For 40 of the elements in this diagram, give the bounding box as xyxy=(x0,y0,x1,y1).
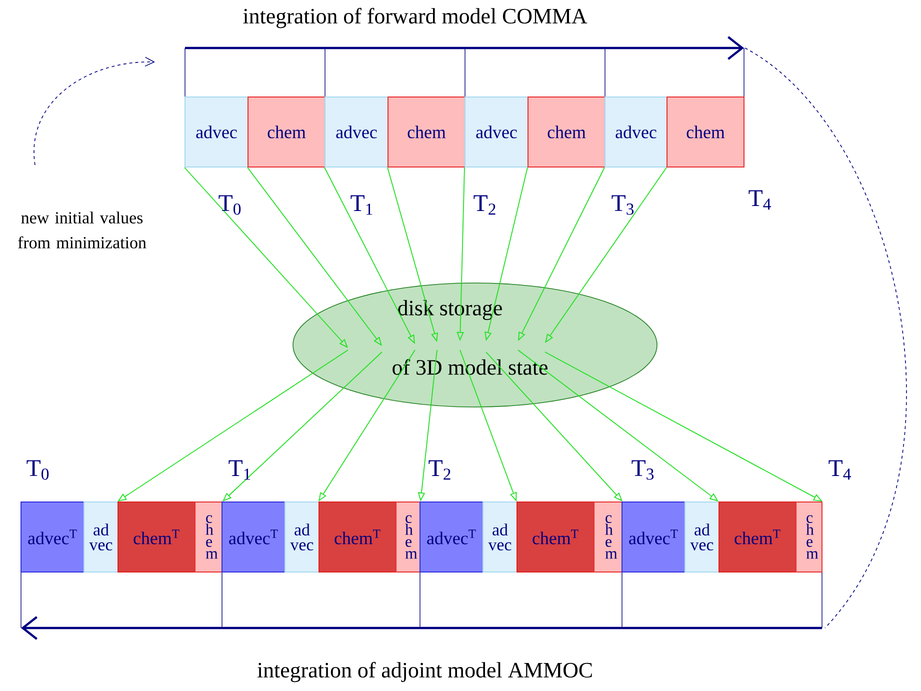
time-label: T$_{1}$ xyxy=(228,460,250,480)
time-label: T$_{0}$ xyxy=(218,195,241,215)
arrow xyxy=(486,352,622,502)
caption: integration of adjoint model AMMOC xyxy=(257,662,592,682)
time-label: T$_{0}$ xyxy=(26,460,49,480)
adjoint-chemistry-box: chem$^{T}$ xyxy=(118,502,196,572)
time-label: T$_{4}$ xyxy=(828,460,851,480)
time-label: T$_{1}$ xyxy=(350,195,372,215)
adjoint-advection-box: advec$^{T}$ xyxy=(222,502,286,572)
adjoint-advection-box: advec$^{T}$ xyxy=(20,502,84,572)
advection-box: advec xyxy=(324,96,388,168)
advection-box: advec xyxy=(464,96,528,168)
advection-box: ad vec xyxy=(684,502,720,572)
advection-box: ad vec xyxy=(482,502,518,572)
chemistry-box: c h e m xyxy=(194,502,222,572)
time-label: T$_{2}$ xyxy=(474,195,496,215)
time-label: T$_{3}$ xyxy=(632,460,654,480)
adjoint-chemistry-box: chem$^{T}$ xyxy=(318,502,396,572)
advection-box: ad vec xyxy=(284,502,320,572)
arrow xyxy=(184,167,348,348)
heading: integration of forward model COMMA xyxy=(243,8,588,28)
advection-box: ad vec xyxy=(84,502,118,572)
adjoint-chemistry-box: chem$^{T}$ xyxy=(516,502,594,572)
chemistry-box: chem xyxy=(666,96,744,168)
adjoint-advection-box: advec$^{T}$ xyxy=(420,502,484,572)
advection-box: advec xyxy=(184,96,248,168)
chemistry-box: c h e m xyxy=(594,502,622,572)
chemistry-box: c h e m xyxy=(396,502,420,572)
advection-box: advec xyxy=(604,96,668,168)
adjoint-advection-box: advec$^{T}$ xyxy=(622,502,686,572)
time-label: T$_{3}$ xyxy=(612,195,634,215)
chemistry-box: c h e m xyxy=(796,502,822,572)
adjoint-chemistry-box: chem$^{T}$ xyxy=(718,502,796,572)
chemistry-box: chem xyxy=(248,96,326,168)
chemistry-box: chem xyxy=(528,96,606,168)
note: new initial values from minimization xyxy=(18,212,146,248)
time-label: T$_{4}$ xyxy=(748,190,771,210)
time-label: T$_{2}$ xyxy=(428,460,450,480)
arrow xyxy=(222,352,382,502)
chemistry-box: chem xyxy=(388,96,466,168)
